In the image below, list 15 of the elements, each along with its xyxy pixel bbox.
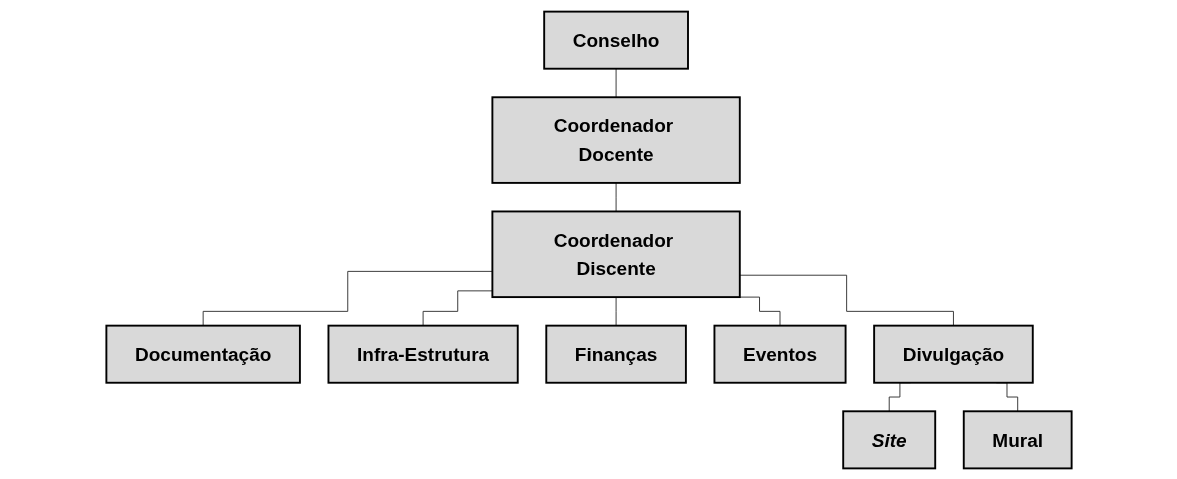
node-box: Finanças	[544, 324, 687, 384]
connector	[738, 296, 780, 326]
node-box: Mural	[962, 409, 1073, 469]
node-box: Site	[841, 409, 936, 469]
node-box: Documentação	[104, 324, 301, 384]
node-box: Eventos	[713, 324, 847, 384]
node-box: Conselho	[542, 10, 689, 70]
node-box: Coordenador Discente	[490, 210, 741, 298]
connector	[615, 181, 617, 212]
node-box: Divulgação	[872, 324, 1034, 384]
node-box: Coordenador Docente	[490, 95, 741, 184]
node-box: Infra-Estrutura	[327, 324, 519, 384]
connector	[615, 296, 617, 326]
connector	[738, 274, 954, 326]
connector	[615, 67, 617, 98]
